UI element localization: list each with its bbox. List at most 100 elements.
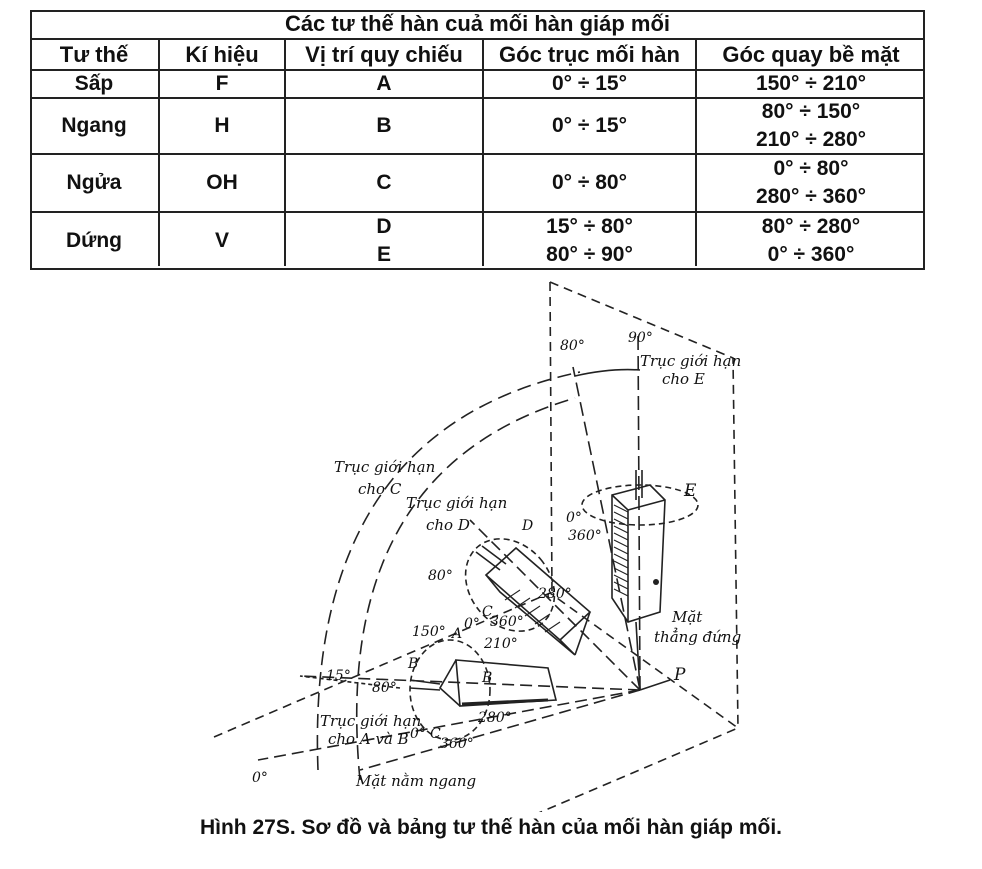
angle-label: 90°: [628, 330, 653, 346]
angle-label: 360°: [440, 736, 474, 752]
vertical-plane-label: thẳng đứng: [654, 628, 741, 646]
table-divider: [30, 97, 925, 99]
angle-label: 150°: [412, 624, 446, 640]
axis-ab: [299, 675, 641, 691]
row-horizontal-axis: 0° ÷ 15°: [551, 114, 628, 137]
block-ab: [455, 659, 558, 707]
angle-label: 80°: [428, 568, 453, 584]
letter-label: B: [407, 656, 418, 672]
row-vertical-rotation: 80° ÷ 280° 0° ÷ 360°: [697, 213, 925, 268]
rotation-line: 80° ÷ 280°: [761, 214, 861, 238]
row-overhead-ref: C: [376, 171, 392, 194]
header-symbol: Kí hiệu: [185, 41, 259, 67]
vertical-plane-edge: [549, 281, 553, 596]
table-divider: [695, 38, 697, 266]
rotation-line: 210° ÷ 280°: [755, 128, 867, 151]
table-title: Các tư thế hàn cuả mối hàn giáp mối: [284, 11, 671, 36]
letter-label: D: [521, 518, 533, 534]
rotation-ellipse-e: [581, 484, 699, 526]
ref-line: E: [376, 242, 391, 266]
rotation-line: 0° ÷ 360°: [767, 242, 855, 266]
angle-label: 0°: [252, 770, 268, 786]
axis-d-label: Trục giới hạn: [406, 494, 507, 512]
row-horizontal-ref: B: [376, 114, 392, 137]
row-horizontal-rotation: 80° ÷ 150° 210° ÷ 280°: [697, 99, 925, 153]
letter-label: P: [673, 665, 686, 685]
axis-d-label: cho D: [426, 516, 470, 534]
angle-label: 360°: [490, 614, 524, 630]
table-frame: [30, 10, 925, 270]
row-flat-rotation: 150° ÷ 210°: [755, 72, 867, 95]
axis-base-2: [359, 689, 641, 771]
angle-label: 360°: [568, 528, 602, 544]
row-vertical-axis: 15° ÷ 80° 80° ÷ 90°: [484, 213, 695, 268]
rotation-ellipse-d: [464, 538, 556, 632]
angle-label: 0°: [566, 510, 582, 526]
table-divider: [30, 69, 925, 71]
row-overhead-rotation: 0° ÷ 80° 280° ÷ 360°: [697, 155, 925, 211]
row-vertical-symbol: V: [214, 228, 229, 252]
letter-label: C: [430, 726, 441, 742]
letter-label: C: [482, 604, 493, 620]
letter-label: B: [481, 670, 492, 686]
axis-line: 15° ÷ 80°: [546, 214, 633, 238]
axis-d: [469, 519, 641, 691]
table-divider: [482, 38, 484, 266]
row-flat-symbol: F: [215, 72, 229, 95]
angle-label: 280°: [477, 710, 512, 726]
row-vertical-position: Dứng: [65, 228, 123, 252]
angle-label: 280°: [537, 586, 572, 602]
rotation-line: 0° ÷ 80°: [773, 157, 849, 180]
table-divider: [30, 153, 925, 155]
ref-line: D: [376, 214, 392, 238]
row-overhead-symbol: OH: [206, 171, 238, 194]
rotation-line: 80° ÷ 150°: [761, 100, 861, 123]
table-divider: [158, 38, 160, 266]
axis-e-label: Trục giới hạn: [640, 352, 741, 370]
axis-c-label: cho C: [358, 480, 402, 498]
horizontal-plane-label: Mặt nằm ngang: [355, 772, 476, 790]
middle-arc: [356, 397, 576, 781]
top-arc: [574, 368, 641, 377]
axis-80: [572, 366, 641, 691]
header-axis-angle: Góc trục mối hàn: [499, 41, 680, 67]
angle-label: 80°: [560, 338, 585, 354]
angle-label: 210°: [483, 636, 518, 652]
row-horizontal-position: Ngang: [61, 114, 127, 137]
table-divider: [284, 38, 286, 266]
angle-label: 80°: [372, 680, 397, 696]
letter-label: A: [450, 626, 462, 642]
row-flat-ref: A: [376, 72, 392, 95]
axis-ab-label: Trục giới hạn: [320, 712, 421, 730]
row-overhead-position: Ngửa: [66, 171, 122, 194]
welding-position-diagram: Trục giới hạn cho E Trục giới hạn cho C …: [213, 281, 741, 812]
block-e-dot: [653, 579, 659, 585]
angle-label: 0°: [410, 726, 426, 742]
angle-label: 15°: [326, 668, 351, 684]
outer-arc: [316, 371, 581, 771]
horizontal-plane-outline: [213, 592, 740, 812]
rotation-line: 280° ÷ 360°: [755, 185, 867, 208]
axis-line: 80° ÷ 90°: [546, 242, 633, 266]
angle-label: 0°: [464, 616, 480, 632]
welding-positions-table: Các tư thế hàn cuả mối hàn giáp mối Tư t…: [30, 10, 925, 270]
header-position: Tư thế: [59, 41, 129, 67]
axis-base: [257, 689, 641, 761]
row-horizontal-symbol: H: [214, 114, 230, 137]
vertical-plane-label: Mặt: [671, 608, 703, 626]
table-divider: [30, 38, 925, 40]
vertical-plane-outline: [549, 281, 739, 729]
vertical-axis: [637, 329, 641, 691]
row-overhead-axis: 0° ÷ 80°: [551, 171, 628, 194]
table-divider: [30, 211, 925, 213]
row-flat-position: Sấp: [74, 72, 114, 95]
header-rotation-angle: Góc quay bề mặt: [722, 41, 900, 67]
row-vertical-ref: D E: [286, 213, 482, 268]
header-reference: Vị trí quy chiếu: [305, 41, 463, 67]
axis-e-label: cho E: [662, 370, 705, 388]
axis-c-label: Trục giới hạn: [334, 458, 435, 476]
letter-label: E: [683, 481, 697, 501]
figure-caption: Hình 27S. Sơ đồ và bảng tư thế hàn của m…: [199, 816, 783, 839]
rotation-ellipse-ab: [409, 639, 491, 741]
axis-ab-label: cho A và B: [328, 730, 409, 748]
